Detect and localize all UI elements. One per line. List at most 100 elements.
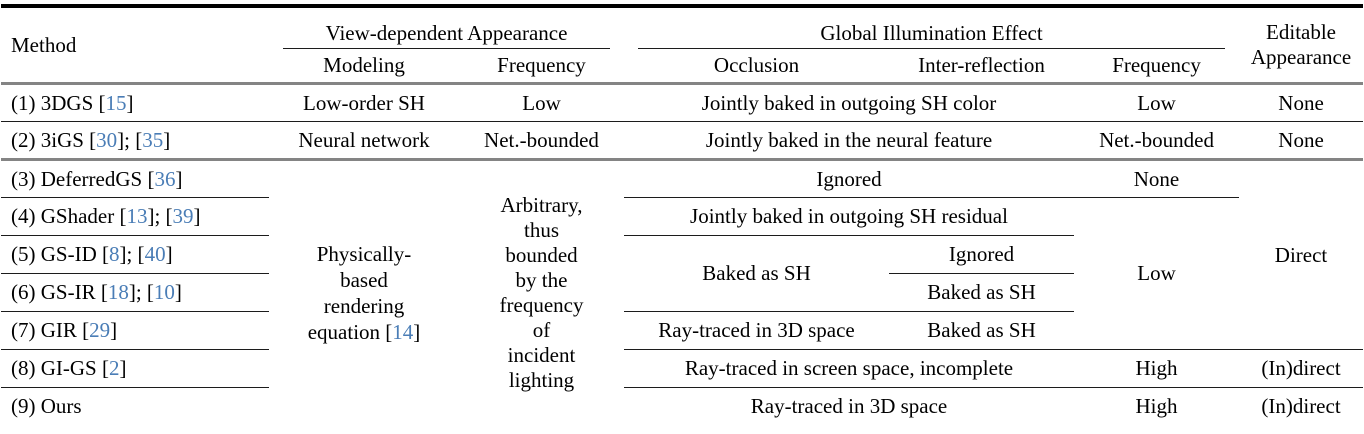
gi-frequency-cell: Net.-bounded <box>1074 121 1240 161</box>
citation-link[interactable]: 15 <box>105 90 127 115</box>
method-label: (3) DeferredGS [ <box>11 166 155 191</box>
gi-effect-cell: Ray-traced in 3D space <box>750 394 948 419</box>
table-row-gshader: (4) GShader [13]; [39] Jointly baked in … <box>1 197 1363 350</box>
cell-line: Arbitrary, <box>500 192 583 217</box>
citation-link[interactable]: 35 <box>142 127 164 152</box>
inter-reflection-cell: Baked as SH <box>889 311 1074 350</box>
citation-link[interactable]: 30 <box>96 127 118 152</box>
method-label: ] <box>165 242 173 266</box>
method-label: ]; [ <box>147 204 173 228</box>
cell-text: ] <box>413 319 421 344</box>
group-header-label: Global Illumination Effect <box>638 21 1226 49</box>
comparison-table: Method View-dependent Appearance Global … <box>1 4 1364 425</box>
inter-reflection-cell: Ignored <box>889 235 1074 274</box>
col-header-vd-frequency: Frequency <box>459 49 624 85</box>
method-label: (4) GShader [ <box>11 204 127 228</box>
header-line: Editable <box>1266 19 1337 44</box>
method-cell: (4) GShader [13]; [39] <box>1 197 269 236</box>
method-cell: (5) GS-ID [8]; [40] <box>1 235 269 274</box>
method-cell: (3) DeferredGS [36] <box>1 159 269 198</box>
table-row-3dgs: (1) 3DGS [15] Low-order SH Low Jointly b… <box>1 83 1364 122</box>
header-row-groups: Method View-dependent Appearance Global … <box>1 6 1364 85</box>
cell-line: lighting <box>508 367 575 392</box>
cell-line: by the <box>515 267 568 292</box>
gi-effect-cell: Ignored <box>624 159 1074 198</box>
vd-frequency-merged-cell: Arbitrary, thus bounded by the frequency… <box>459 159 624 425</box>
cell-line: thus <box>523 217 559 242</box>
cell-line: bounded <box>505 242 578 267</box>
header-line: Appearance <box>1250 44 1352 69</box>
method-label: ] <box>119 356 127 380</box>
col-header-method: Method <box>1 6 269 85</box>
gi-effect-cell: Ray-traced in screen space, incomplete <box>624 349 1074 388</box>
group-header-global-illumination: Global Illumination Effect <box>624 6 1239 49</box>
citation-link[interactable]: 14 <box>392 319 414 344</box>
citation-link[interactable]: 18 <box>107 280 129 304</box>
editable-cell: None <box>1239 121 1364 161</box>
method-label: (7) GIR [ <box>11 318 90 342</box>
modeling-cell: Low-order SH <box>269 83 459 122</box>
header-row-columns: Modeling Frequency Occlusion Inter-refle… <box>1 49 1363 85</box>
col-header-gi-frequency: Frequency <box>1074 49 1240 85</box>
method-label: ] <box>193 204 201 228</box>
citation-link[interactable]: 39 <box>172 204 194 228</box>
modeling-cell: Neural network <box>269 121 459 161</box>
table-row-gir: (7) GIR [29] Ray-traced in 3D space Bake… <box>1 311 1363 350</box>
method-label: ] <box>163 127 171 152</box>
method-label: ] <box>174 280 182 304</box>
method-label: (5) GS-ID [ <box>11 242 109 266</box>
method-label: (1) 3DGS [ <box>11 90 106 115</box>
citation-link[interactable]: 10 <box>153 280 175 304</box>
citation-link[interactable]: 29 <box>89 318 111 342</box>
method-label: ] <box>175 166 183 191</box>
cell-line: based <box>340 267 388 292</box>
gi-effect-cell: Jointly baked in the neural feature <box>624 121 1074 161</box>
vd-frequency-cell: Net.-bounded <box>459 121 624 161</box>
cell-line: Physically- <box>316 241 412 266</box>
method-label: (2) 3iGS [ <box>11 127 97 152</box>
citation-link[interactable]: 36 <box>154 166 176 191</box>
table-row-gs-id: (5) GS-ID [8]; [40] Baked as SH Ignored <box>1 235 1363 312</box>
cell-line: equation [14] <box>269 319 459 345</box>
occlusion-cell: Ray-traced in 3D space <box>624 311 889 350</box>
inter-reflection-cell: Baked as SH <box>889 273 1074 312</box>
vd-frequency-cell: Low <box>459 83 624 122</box>
gi-effect-cell: Jointly baked in outgoing SH color <box>624 83 1074 122</box>
method-cell: (6) GS-IR [18]; [10] <box>1 273 269 312</box>
gi-frequency-cell: High <box>1135 394 1178 419</box>
method-label: (8) GI-GS [ <box>11 356 109 380</box>
gi-frequency-cell: High <box>1074 349 1240 388</box>
col-header-occlusion: Occlusion <box>624 49 889 85</box>
citation-link[interactable]: 8 <box>108 242 120 266</box>
editable-cell: (In)direct <box>1239 349 1364 388</box>
method-cell: (2) 3iGS [30]; [35] <box>1 121 269 161</box>
method-cell: (8) GI-GS [2] <box>1 349 269 388</box>
method-label: (6) GS-IR [ <box>11 280 108 304</box>
table-row-ours: (9) Ours Ray-traced in 3D space High (In… <box>1 387 1363 425</box>
method-cell: (9) Ours <box>1 387 269 425</box>
citation-link[interactable]: 40 <box>144 242 166 266</box>
gi-frequency-cell: Low <box>1074 83 1240 122</box>
col-header-inter-reflection: Inter-reflection <box>889 49 1074 85</box>
gi-effect-cell: Jointly baked in outgoing SH residual <box>624 197 1074 236</box>
table-row-3igs: (2) 3iGS [30]; [35] Neural network Net.-… <box>1 121 1364 161</box>
modeling-merged-cell: Physically- based rendering equation [14… <box>269 159 459 425</box>
col-header-modeling: Modeling <box>269 49 459 85</box>
citation-link[interactable]: 13 <box>126 204 148 228</box>
method-label: ]; [ <box>117 127 143 152</box>
method-label: ]; [ <box>128 280 154 304</box>
cell-line: of <box>532 317 551 342</box>
occlusion-merged-cell: Baked as SH <box>624 235 889 312</box>
method-cell: (1) 3DGS [15] <box>1 83 269 122</box>
method-cell: (7) GIR [29] <box>1 311 269 350</box>
method-label: (9) Ours <box>11 394 82 419</box>
method-label: ] <box>110 318 118 342</box>
group-header-label: View-dependent Appearance <box>283 21 610 49</box>
method-label: ] <box>126 90 134 115</box>
gi-frequency-merged-cell: Low <box>1074 197 1240 350</box>
cell-text: equation [ <box>307 319 393 344</box>
editable-cell: (In)direct <box>1261 394 1341 419</box>
editable-cell: None <box>1239 83 1364 122</box>
col-header-editable-appearance: Editable Appearance <box>1239 6 1364 85</box>
citation-link[interactable]: 2 <box>108 356 120 380</box>
